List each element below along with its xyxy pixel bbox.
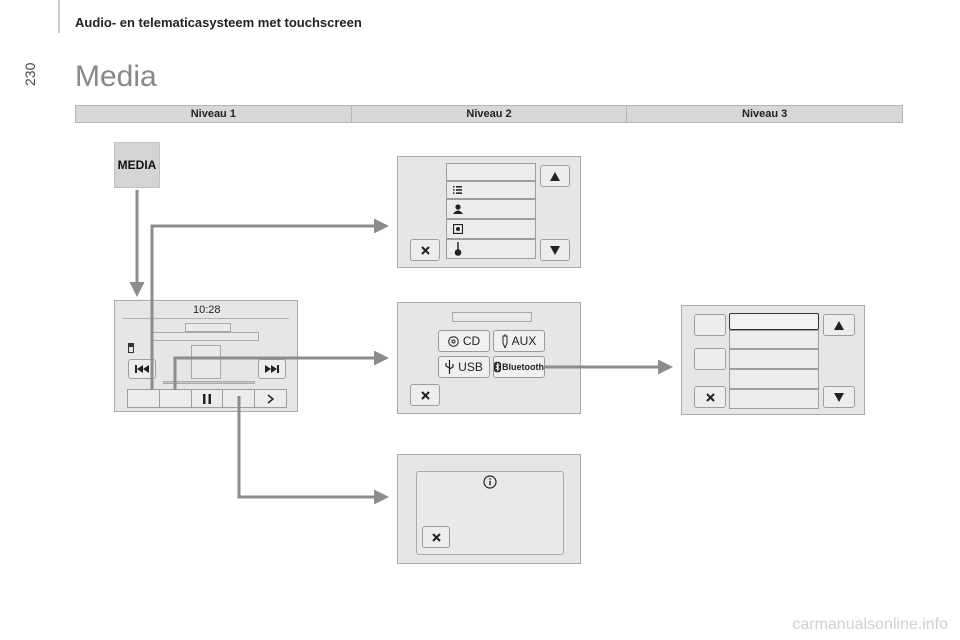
- scroll-up-button[interactable]: [823, 314, 855, 336]
- close-button[interactable]: [422, 526, 450, 548]
- info-icon: [483, 475, 497, 489]
- info-screen: [397, 454, 581, 564]
- level-1-label: Niveau 1: [76, 106, 352, 122]
- close-button[interactable]: [410, 384, 440, 406]
- source-cd-label: CD: [462, 334, 481, 348]
- more-button[interactable]: [255, 390, 286, 407]
- page-title: Media: [75, 60, 157, 93]
- source-usb-label: USB: [458, 360, 483, 374]
- next-track-button[interactable]: [258, 359, 286, 379]
- level-header-bar: Niveau 1 Niveau 2 Niveau 3: [75, 105, 903, 123]
- close-icon: [431, 532, 441, 542]
- toolbar-slot-4[interactable]: [223, 390, 256, 407]
- device-list-screen: [681, 305, 865, 415]
- device-row-3[interactable]: [729, 349, 819, 369]
- up-triangle-icon: [550, 171, 560, 181]
- watermark: carmanualsonline.info: [792, 616, 948, 633]
- up-triangle-icon: [834, 320, 844, 330]
- disc-icon: [453, 224, 463, 234]
- album-art: [191, 345, 221, 379]
- previous-track-button[interactable]: [128, 359, 156, 379]
- side-button-2[interactable]: [694, 348, 726, 370]
- aux-plug-icon: [502, 334, 508, 348]
- toolbar-slot-1[interactable]: [128, 390, 160, 407]
- browse-screen: [397, 156, 581, 268]
- close-button[interactable]: [410, 239, 440, 261]
- device-row-2[interactable]: [729, 330, 819, 349]
- clock-text: 10:28: [193, 304, 221, 316]
- info-button[interactable]: [483, 475, 497, 494]
- bluetooth-icon: [494, 361, 501, 373]
- toolbar-slot-2[interactable]: [160, 390, 192, 407]
- device-row-4[interactable]: [729, 369, 819, 389]
- previous-track-icon: [135, 365, 149, 373]
- media-button[interactable]: MEDIA: [114, 142, 160, 188]
- source-aux-button[interactable]: AUX: [493, 330, 545, 352]
- source-usb-button[interactable]: USB: [438, 356, 490, 378]
- close-icon: [420, 390, 430, 400]
- arrow-home-to-source: [173, 350, 389, 390]
- status-line: [123, 318, 289, 319]
- pause-icon: [202, 393, 211, 404]
- side-button-1[interactable]: [694, 314, 726, 336]
- source-bluetooth-label: Bluetooth: [502, 362, 544, 372]
- disc-icon: [448, 335, 459, 347]
- home-screen: 10:28: [114, 300, 298, 412]
- browse-row-playlist[interactable]: [446, 181, 536, 199]
- browse-row-genre[interactable]: [446, 239, 536, 259]
- level-3-label: Niveau 3: [742, 108, 788, 120]
- scroll-up-button[interactable]: [540, 165, 570, 187]
- source-aux-label: AUX: [511, 334, 537, 348]
- next-track-icon: [265, 365, 279, 373]
- scroll-down-button[interactable]: [540, 239, 570, 261]
- arrow-home-to-browse: [150, 218, 389, 390]
- browse-row-album[interactable]: [446, 219, 536, 239]
- source-screen: CD AUX USB Bluetooth: [397, 302, 581, 414]
- level-2-label: Niveau 2: [352, 106, 628, 122]
- margin-rule: [58, 0, 60, 33]
- source-bluetooth-button[interactable]: Bluetooth: [493, 356, 545, 378]
- device-row-selected[interactable]: [729, 313, 819, 330]
- close-button[interactable]: [694, 386, 726, 408]
- section-header: Audio- en telematicasysteem met touchscr…: [75, 15, 362, 30]
- bottom-toolbar: [127, 389, 287, 408]
- down-triangle-icon: [834, 392, 844, 402]
- close-icon: [420, 245, 430, 255]
- source-title-bar: [452, 312, 532, 322]
- person-icon: [453, 204, 463, 214]
- browse-row-header[interactable]: [446, 163, 536, 181]
- browse-row-artist[interactable]: [446, 199, 536, 219]
- usb-icon: [445, 360, 454, 374]
- pause-button[interactable]: [192, 390, 224, 407]
- device-row-5[interactable]: [729, 389, 819, 409]
- chevron-right-icon: [267, 393, 275, 404]
- arrow-home-to-info: [237, 396, 389, 505]
- source-cd-button[interactable]: CD: [438, 330, 490, 352]
- list-icon: [453, 186, 462, 194]
- scroll-down-button[interactable]: [823, 386, 855, 408]
- down-triangle-icon: [550, 245, 560, 255]
- close-icon: [705, 392, 715, 402]
- guitar-icon: [454, 242, 462, 256]
- phone-status-icon: [128, 343, 134, 353]
- progress-bar[interactable]: [163, 381, 255, 384]
- track-title-bar: [185, 323, 231, 332]
